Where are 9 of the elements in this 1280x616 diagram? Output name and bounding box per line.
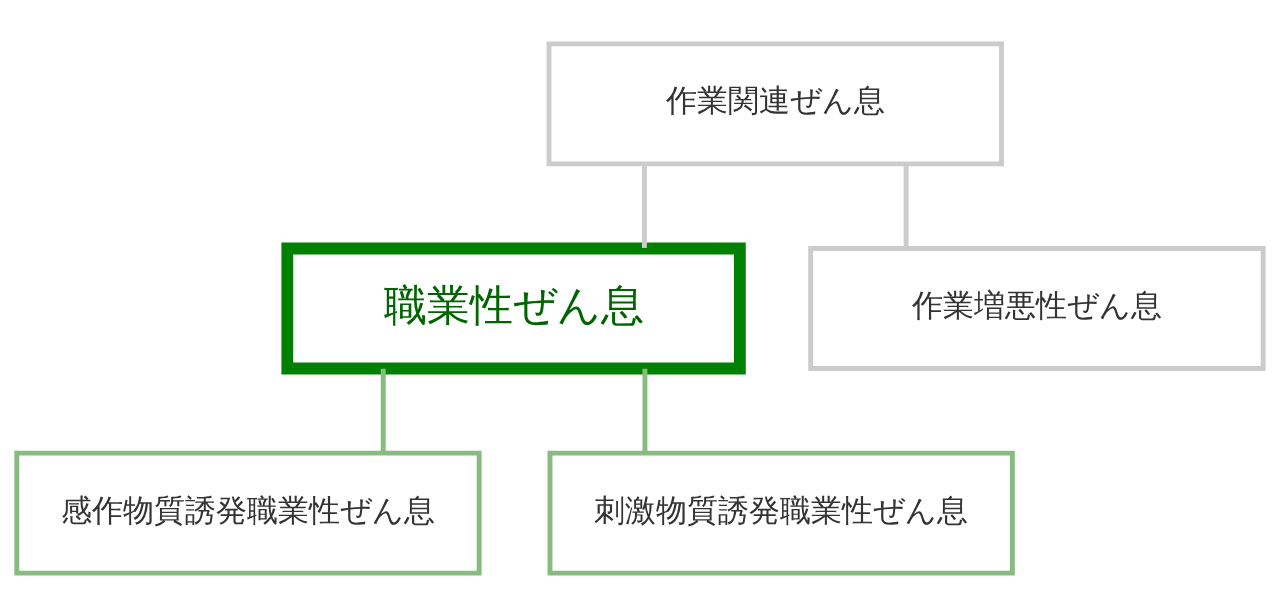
node-box: 作業増悪性ぜん息 [808, 245, 1266, 371]
node-box: 刺激物質誘発職業性ぜん息 [547, 450, 1015, 576]
node-box: 作業関連ぜん息 [546, 40, 1004, 166]
node-box: 感作物質誘発職業性ぜん息 [14, 450, 482, 576]
connector [380, 368, 386, 453]
connector [903, 163, 909, 248]
connector [642, 368, 648, 453]
connector [641, 163, 647, 248]
node-box: 職業性ぜん息 [281, 242, 746, 374]
